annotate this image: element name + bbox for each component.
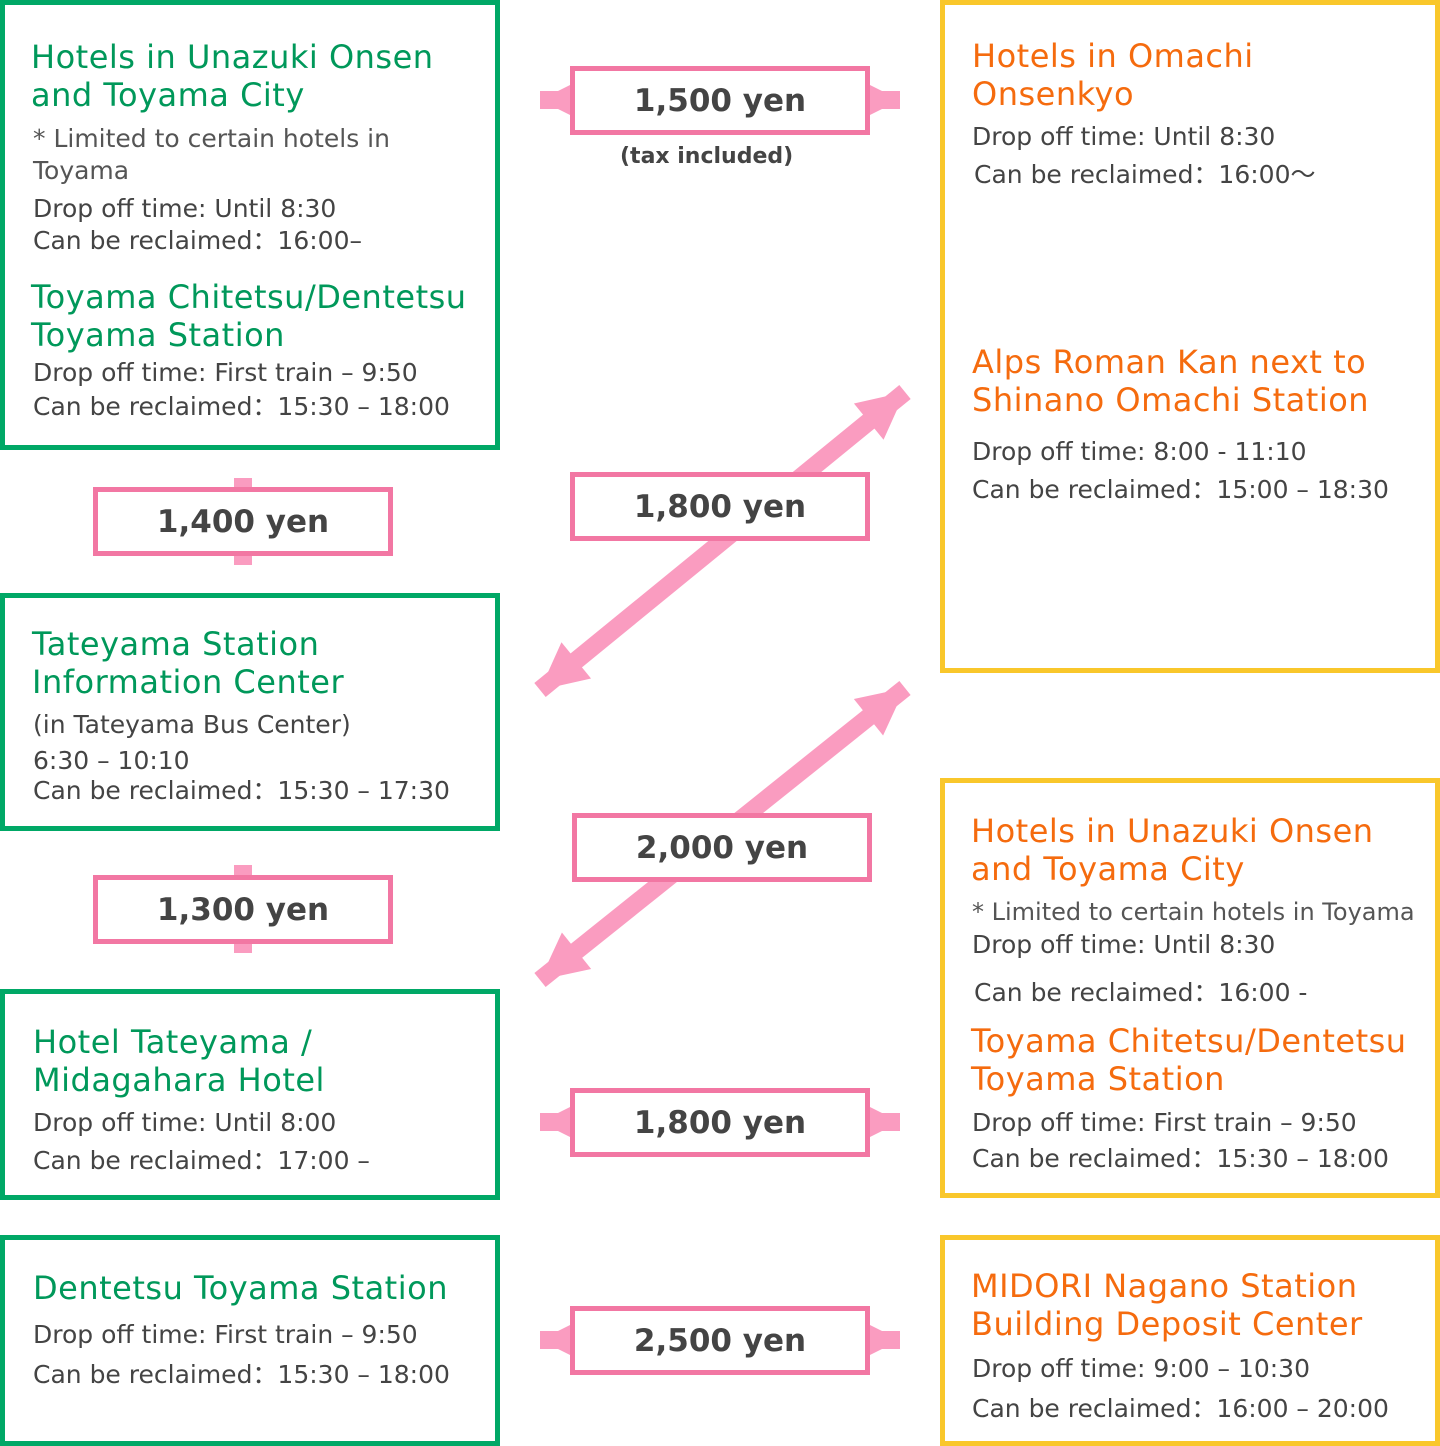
right-chitetsu-dropoff: Drop off time: First train – 9:50 [972, 1108, 1357, 1137]
price-1500: 1,500 yen [570, 66, 870, 135]
box-right-midori: MIDORI Nagano Station Building Deposit C… [940, 1235, 1440, 1446]
left-hotels-note-1: * Limited to certain hotels in [33, 124, 390, 153]
right-hotels-title-2: and Toyama City [971, 850, 1245, 888]
left-chitetsu-title-2: Toyama Station [31, 316, 285, 354]
tateyama-title-2: Information Center [32, 663, 345, 701]
right-hotels-note: * Limited to certain hotels in Toyama [972, 898, 1415, 926]
price-2500: 2,500 yen [570, 1306, 870, 1375]
right-chitetsu-title-2: Toyama Station [971, 1060, 1225, 1098]
price-2000: 2,000 yen [572, 813, 872, 882]
dentetsu-title: Dentetsu Toyama Station [33, 1269, 448, 1307]
hotel-tateyama-title-2: Midagahara Hotel [33, 1061, 325, 1099]
tateyama-line-1: (in Tateyama Bus Center) [33, 710, 351, 739]
alps-dropoff: Drop off time: 8:00 - 11:10 [972, 437, 1307, 466]
midori-title-2: Building Deposit Center [971, 1305, 1363, 1343]
hotel-tateyama-dropoff: Drop off time: Until 8:00 [33, 1108, 337, 1137]
midori-title-1: MIDORI Nagano Station [971, 1267, 1358, 1305]
omachi-title-2: Onsenkyo [972, 75, 1135, 113]
box-right-hotels-unazuki: Hotels in Unazuki Onsen and Toyama City … [940, 778, 1440, 1198]
right-hotels-reclaim: Can be reclaimed：16:00 - [974, 978, 1308, 1007]
omachi-reclaim: Can be reclaimed：16:00〜 [974, 160, 1316, 189]
tateyama-line-3: Can be reclaimed：15:30 – 17:30 [33, 776, 450, 805]
price-1400: 1,400 yen [93, 487, 393, 556]
hotel-tateyama-title-1: Hotel Tateyama / [33, 1023, 313, 1061]
tax-included-note: (tax included) [620, 144, 794, 169]
dentetsu-reclaim: Can be reclaimed：15:30 – 18:00 [33, 1360, 450, 1389]
box-left-tateyama-station: Tateyama Station Information Center (in … [0, 593, 500, 831]
price-1800-horizontal: 1,800 yen [570, 1088, 870, 1157]
left-chitetsu-dropoff: Drop off time: First train – 9:50 [33, 358, 418, 387]
midori-dropoff: Drop off time: 9:00 – 10:30 [972, 1354, 1310, 1383]
left-hotels-note-2: Toyama [33, 156, 130, 185]
right-chitetsu-reclaim: Can be reclaimed：15:30 – 18:00 [972, 1144, 1389, 1173]
alps-title-1: Alps Roman Kan next to [972, 343, 1367, 381]
hotel-tateyama-reclaim: Can be reclaimed：17:00 – [33, 1146, 370, 1175]
dentetsu-dropoff: Drop off time: First train – 9:50 [33, 1320, 418, 1349]
box-left-hotel-tateyama: Hotel Tateyama / Midagahara Hotel Drop o… [0, 989, 500, 1200]
left-chitetsu-reclaim: Can be reclaimed：15:30 – 18:00 [33, 392, 450, 421]
midori-reclaim: Can be reclaimed：16:00 – 20:00 [972, 1394, 1389, 1423]
omachi-dropoff: Drop off time: Until 8:30 [972, 122, 1276, 151]
left-hotels-title-1: Hotels in Unazuki Onsen [31, 38, 434, 76]
left-hotels-reclaim: Can be reclaimed：16:00– [33, 226, 362, 255]
omachi-title-1: Hotels in Omachi [972, 37, 1254, 75]
right-hotels-title-1: Hotels in Unazuki Onsen [971, 812, 1374, 850]
left-hotels-dropoff: Drop off time: Until 8:30 [33, 194, 337, 223]
alps-reclaim: Can be reclaimed：15:00 – 18:30 [972, 475, 1389, 504]
alps-title-2: Shinano Omachi Station [972, 381, 1370, 419]
right-hotels-dropoff: Drop off time: Until 8:30 [972, 930, 1276, 959]
price-1800-diagonal: 1,800 yen [570, 472, 870, 541]
arrow-1800-diag [534, 385, 911, 697]
tateyama-title-1: Tateyama Station [32, 625, 320, 663]
price-1300: 1,300 yen [93, 875, 393, 944]
box-left-dentetsu-toyama: Dentetsu Toyama Station Drop off time: F… [0, 1235, 500, 1446]
left-hotels-title-2: and Toyama City [31, 76, 305, 114]
left-chitetsu-title-1: Toyama Chitetsu/Dentetsu [31, 278, 467, 316]
box-left-hotels-unazuki: Hotels in Unazuki Onsen and Toyama City … [0, 0, 500, 450]
right-chitetsu-title-1: Toyama Chitetsu/Dentetsu [971, 1022, 1407, 1060]
box-right-omachi: Hotels in Omachi Onsenkyo Drop off time:… [940, 0, 1440, 673]
tateyama-line-2: 6:30 – 10:10 [33, 746, 190, 775]
